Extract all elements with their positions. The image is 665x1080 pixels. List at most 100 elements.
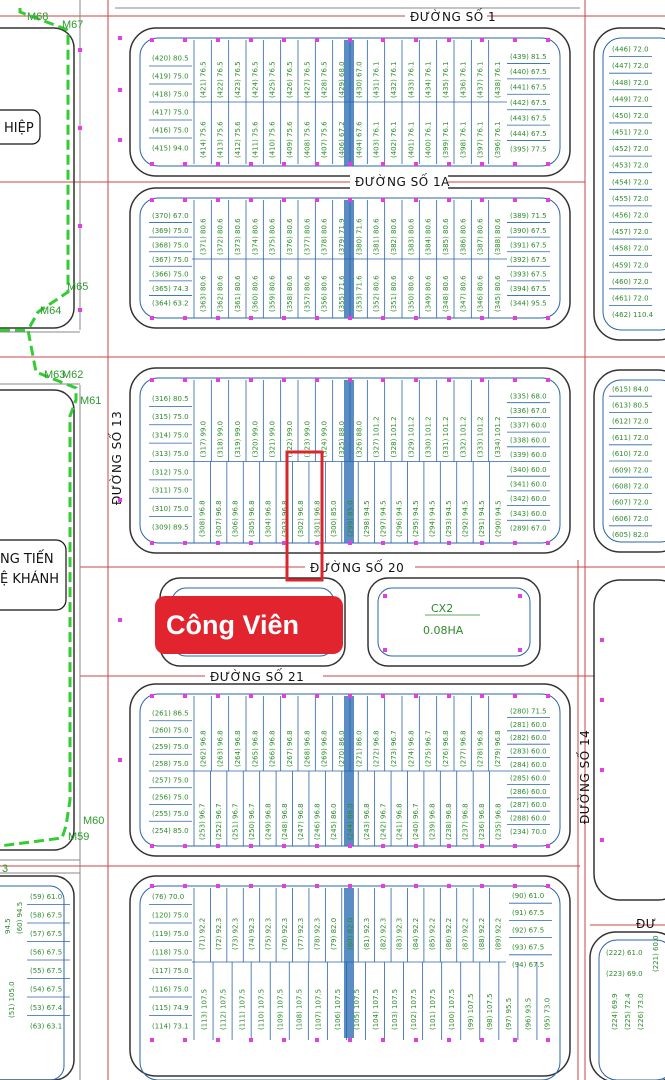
- survey-point: [216, 884, 220, 888]
- survey-point: [118, 88, 122, 92]
- survey-point: [282, 1038, 286, 1042]
- lot-label: (454) 72.0: [612, 178, 649, 186]
- survey-point: [282, 844, 286, 848]
- lot-label: (371) 80.6: [199, 218, 207, 255]
- survey-point: [183, 1038, 187, 1042]
- lot-label: (462) 110.4: [612, 311, 654, 319]
- survey-point: [315, 884, 319, 888]
- lot-label: (278) 96.8: [477, 730, 485, 767]
- lot-label: (58) 67.5: [30, 911, 62, 919]
- lot-label: (386) 80.6: [459, 218, 467, 255]
- lot-label: (236) 96.8: [478, 803, 486, 840]
- lot-label: (385) 80.6: [442, 218, 450, 255]
- lot-label: (344) 95.5: [510, 300, 547, 308]
- survey-point: [513, 162, 517, 166]
- survey-point: [513, 694, 517, 698]
- lot-label: (422) 76.5: [217, 61, 225, 98]
- survey-point: [381, 541, 385, 545]
- lot-label: (388) 80.6: [494, 218, 502, 255]
- lot-label: (333) 101.2: [477, 416, 485, 457]
- survey-point: [315, 316, 319, 320]
- lot-label: (307) 96.8: [215, 500, 223, 537]
- lot-label: (279) 96.8: [494, 730, 502, 767]
- lot-label: (60) 94.5: [16, 902, 24, 934]
- lot-label: (423) 76.5: [234, 61, 242, 98]
- lot-label: (398) 76.1: [459, 121, 467, 158]
- survey-point: [348, 694, 352, 698]
- lot-label: (411) 75.6: [251, 121, 259, 158]
- lot-label: (321) 99.0: [269, 421, 277, 458]
- lot-label: (306) 96.8: [232, 500, 240, 537]
- block-right-top: [593, 27, 665, 341]
- lot-label: (296) 94.5: [396, 500, 404, 537]
- survey-point: [600, 698, 604, 702]
- survey-point: [600, 838, 604, 842]
- lot-label: (374) 80.6: [251, 218, 259, 255]
- park-highlight: Công Viên: [155, 596, 343, 654]
- lot-label: (83) 92.3: [396, 918, 404, 950]
- survey-point: [249, 541, 253, 545]
- lot-label: (413) 75.6: [217, 121, 225, 158]
- survey-point: [249, 884, 253, 888]
- lot-label: (459) 72.0: [612, 261, 649, 269]
- survey-point: [150, 884, 154, 888]
- lot-label: (407) 75.6: [321, 121, 329, 158]
- lot-label: (342) 60.0: [510, 495, 547, 503]
- lot-label: (106) 107.5: [334, 989, 342, 1030]
- lot-label: (334) 101.2: [494, 416, 502, 457]
- lot-label: (323) 99.0: [303, 421, 311, 458]
- lot-label: (277) 96.8: [459, 730, 467, 767]
- lot-label: (397) 76.1: [477, 121, 485, 158]
- marker-m68: M68: [27, 11, 48, 23]
- survey-point: [249, 694, 253, 698]
- lot-label: (444) 67.5: [510, 130, 547, 138]
- survey-point: [348, 378, 352, 382]
- lot-label: (612) 72.0: [612, 418, 649, 426]
- lot-label: (316) 80.5: [152, 395, 189, 403]
- survey-point: [381, 844, 385, 848]
- lot-label: (457) 72.0: [612, 228, 649, 236]
- lot-label: (258) 75.0: [152, 760, 189, 768]
- lot-label: (381) 80.6: [373, 218, 381, 255]
- survey-point: [348, 198, 352, 202]
- survey-point: [282, 884, 286, 888]
- survey-point: [183, 694, 187, 698]
- lot-label: (365) 74.3: [152, 285, 189, 293]
- survey-point: [480, 541, 484, 545]
- survey-point: [414, 1038, 418, 1042]
- lot-label: (257) 75.0: [152, 777, 189, 785]
- lot-label: (446) 72.0: [612, 46, 649, 54]
- lot-label: (98) 107.5: [486, 993, 494, 1030]
- lot-label: (104) 107.5: [372, 989, 380, 1030]
- park-label: Công Viên: [166, 610, 299, 640]
- lot-label: (606) 72.0: [612, 515, 649, 523]
- survey-point: [381, 38, 385, 42]
- marker-m62: M62: [62, 369, 83, 381]
- survey-point: [348, 162, 352, 166]
- lot-label: (440) 67.5: [510, 68, 547, 76]
- lot-label: (301) 96.8: [314, 500, 322, 537]
- marker-m63: M63: [44, 369, 65, 381]
- lot-label: (222) 61.0: [606, 949, 643, 957]
- lot-label: (409) 75.6: [286, 121, 294, 158]
- lot-label: (447) 72.0: [612, 62, 649, 70]
- lot-label: (273) 96.7: [390, 730, 398, 767]
- survey-point: [216, 198, 220, 202]
- lot-label: (366) 75.0: [152, 270, 189, 278]
- lot-label: (270) 86.0: [338, 730, 346, 767]
- lot-label: 94.5: [4, 918, 12, 934]
- lot-label: (304) 96.8: [264, 500, 272, 537]
- cx2-code: CX2: [431, 602, 453, 615]
- survey-point: [480, 1038, 484, 1042]
- lot-label: (78) 92.3: [314, 918, 322, 950]
- lot-label: (349) 80.6: [425, 275, 433, 312]
- lot-label: (401) 76.1: [407, 121, 415, 158]
- lot-label: (414) 75.6: [199, 121, 207, 158]
- survey-point: [518, 594, 522, 598]
- lot-label: (75) 92.3: [264, 918, 272, 950]
- lot-label: (377) 80.6: [303, 218, 311, 255]
- lot-label: (325) 88.0: [338, 421, 346, 458]
- survey-point: [348, 541, 352, 545]
- cx2-label: CX2 0.08HA: [423, 602, 480, 637]
